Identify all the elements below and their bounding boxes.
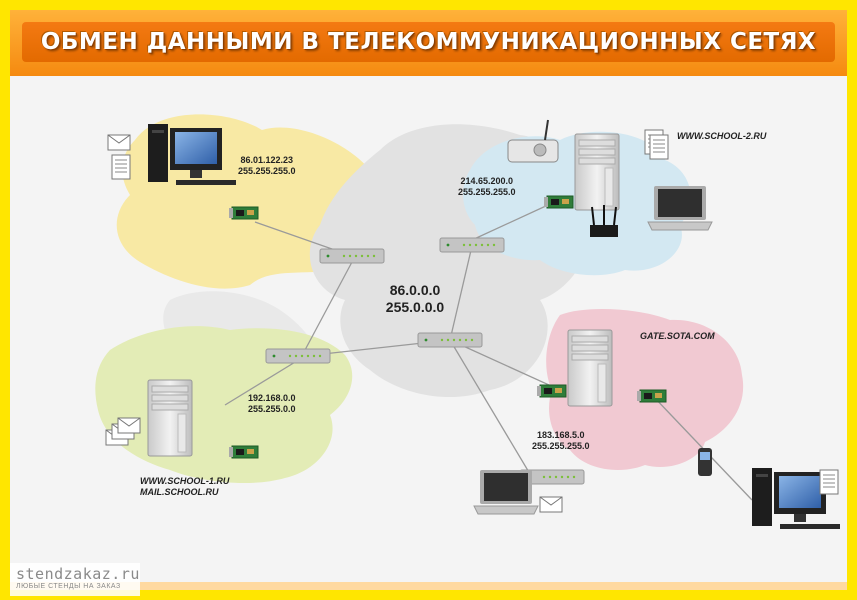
server-tower-icon bbox=[567, 329, 613, 407]
center-network-ip: 86.0.0.0 bbox=[389, 282, 441, 298]
watermark-site: stendzakaz.ru bbox=[16, 565, 140, 583]
network-switch-icon bbox=[319, 248, 385, 264]
green-network-ip: 192.168.0.0 bbox=[248, 393, 296, 403]
blue-network-host: WWW.SCHOOL-2.RU bbox=[677, 131, 767, 141]
network-switch-icon bbox=[439, 237, 505, 253]
center-network-address: 86.0.0.0 255.0.0.0 bbox=[370, 282, 460, 316]
green-network-address: 192.168.0.0 255.255.0.0 bbox=[248, 393, 296, 415]
watermark: stendzakaz.ru ЛЮБЫЕ СТЕНДЫ НА ЗАКАЗ bbox=[10, 563, 140, 596]
center-network-mask: 255.0.0.0 bbox=[385, 299, 445, 315]
network-switch-icon bbox=[265, 348, 331, 364]
document-icon bbox=[819, 469, 839, 495]
green-network-host-2: MAIL.SCHOOL.RU bbox=[140, 487, 219, 497]
laptop-icon bbox=[647, 185, 713, 231]
envelope-icon bbox=[539, 496, 563, 513]
green-network-mask: 255.255.0.0 bbox=[248, 404, 296, 414]
poster-title: ОБМЕН ДАННЫМИ В ТЕЛЕКОММУНИКАЦИОННЫХ СЕТ… bbox=[40, 29, 817, 55]
network-card-icon bbox=[228, 445, 259, 459]
bottom-strip bbox=[10, 582, 847, 590]
blue-network-mask: 255.255.255.0 bbox=[458, 187, 516, 197]
network-card-icon bbox=[636, 389, 667, 403]
yellow-network-address: 86.01.122.23 255.255.255.0 bbox=[238, 155, 296, 177]
server-tower-icon bbox=[574, 133, 620, 211]
envelope-icon bbox=[117, 417, 141, 434]
laptop-icon bbox=[473, 469, 539, 515]
yellow-network-mask: 255.255.255.0 bbox=[238, 166, 296, 176]
server-tower-icon bbox=[147, 379, 193, 457]
network-card-icon bbox=[536, 384, 567, 398]
watermark-tagline: ЛЮБЫЕ СТЕНДЫ НА ЗАКАЗ bbox=[16, 583, 121, 590]
green-network-hosts: WWW.SCHOOL-1.RU MAIL.SCHOOL.RU bbox=[140, 476, 229, 498]
document-icon bbox=[111, 154, 131, 180]
green-network-host-1: WWW.SCHOOL-1.RU bbox=[140, 476, 230, 486]
title-banner-inner: ОБМЕН ДАННЫМИ В ТЕЛЕКОММУНИКАЦИОННЫХ СЕТ… bbox=[22, 22, 835, 62]
mobile-phone-icon bbox=[698, 448, 712, 476]
pink-network-host: GATE.SOTA.COM bbox=[640, 331, 715, 341]
title-banner: ОБМЕН ДАННЫМИ В ТЕЛЕКОММУНИКАЦИОННЫХ СЕТ… bbox=[10, 10, 847, 76]
pink-network-ip: 183.168.5.0 bbox=[537, 430, 585, 440]
blue-network-address: 214.65.200.0 255.255.255.0 bbox=[458, 176, 516, 198]
yellow-network-ip: 86.01.122.23 bbox=[240, 155, 294, 165]
network-card-icon bbox=[228, 206, 259, 220]
wifi-router-icon bbox=[590, 205, 618, 237]
network-switch-icon bbox=[417, 332, 483, 348]
wifi-router-icon bbox=[507, 119, 559, 163]
document-icon bbox=[649, 134, 669, 160]
pink-network-mask: 255.255.255.0 bbox=[532, 441, 590, 451]
blue-network-ip: 214.65.200.0 bbox=[460, 176, 514, 186]
pink-network-address: 183.168.5.0 255.255.255.0 bbox=[532, 430, 590, 452]
envelope-icon bbox=[107, 134, 131, 151]
network-card-icon bbox=[543, 195, 574, 209]
